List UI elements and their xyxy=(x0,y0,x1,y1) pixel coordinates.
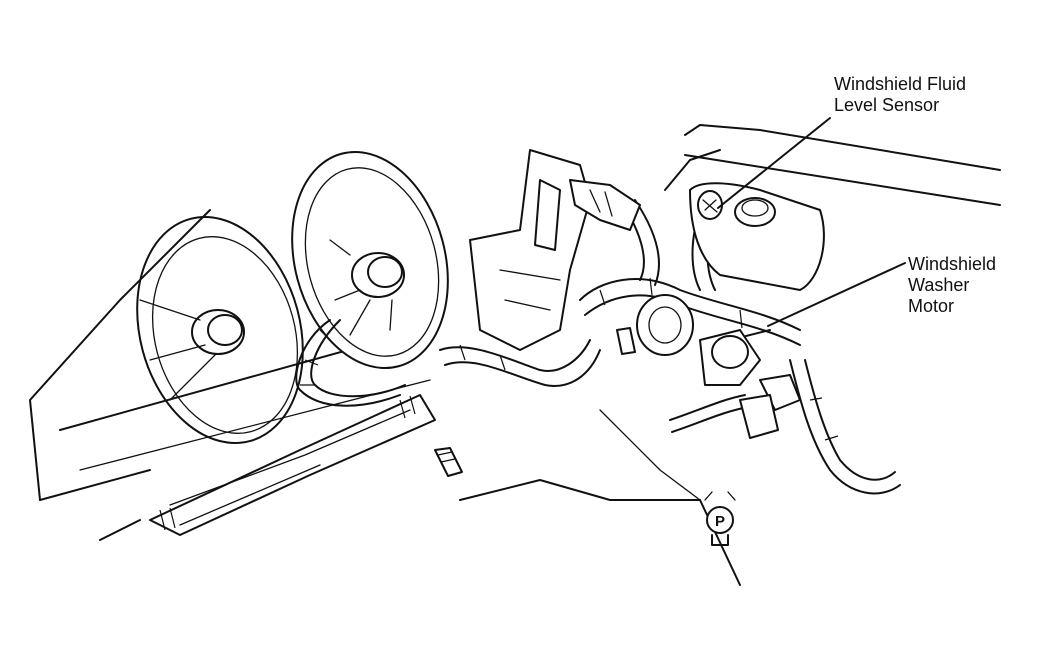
washer-motor-leader-line xyxy=(767,262,906,327)
mounting-bracket xyxy=(469,149,591,351)
left-wheel-disc xyxy=(136,216,304,444)
park-symbol-icon: P xyxy=(704,491,736,546)
mounting-bolt-left xyxy=(434,447,463,477)
main-wiring-harness xyxy=(295,199,901,495)
washer-motor-label-line1: Windshield xyxy=(908,254,997,274)
washer-fluid-reservoir xyxy=(689,182,825,291)
mounting-bolt-center xyxy=(616,327,636,355)
washer-motor-label-line2: Washer xyxy=(908,275,970,295)
fluid-level-sensor xyxy=(697,190,723,220)
right-wheel-disc xyxy=(291,150,449,370)
harness-connector xyxy=(569,179,641,231)
washer-motor-label: Windshield Washer Motor xyxy=(908,254,996,317)
fluid-sensor-label-line1: Windshield Fluid xyxy=(834,74,967,94)
fluid-sensor-label: Windshield Fluid Level Sensor xyxy=(834,74,966,116)
fluid-sensor-label-line2: Level Sensor xyxy=(834,95,940,115)
washer-motor xyxy=(636,294,801,411)
washer-hoses xyxy=(669,394,779,439)
wiring-harness-rail xyxy=(149,394,436,536)
washer-motor-label-line3: Motor xyxy=(908,296,955,316)
park-symbol-letter: P xyxy=(715,513,725,530)
fluid-sensor-leader-line xyxy=(717,117,831,209)
